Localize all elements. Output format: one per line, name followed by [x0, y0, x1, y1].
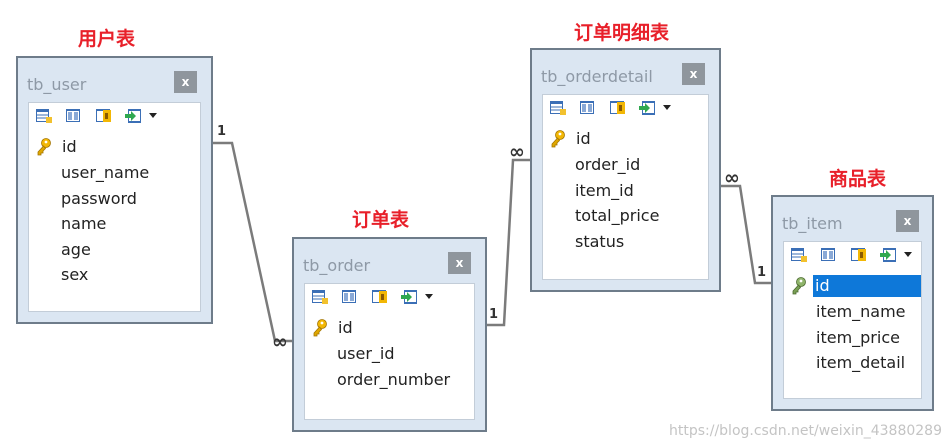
close-button[interactable]: x [682, 63, 705, 85]
field-item-id[interactable]: item_id [575, 181, 634, 200]
add-field-icon[interactable] [880, 246, 898, 264]
columns-icon[interactable] [820, 246, 838, 264]
relation-line-order-detail [486, 158, 531, 327]
primary-key-icon [312, 319, 328, 337]
table-tb-order[interactable]: tb_order x id user_id order_number [292, 237, 487, 432]
columns-icon[interactable] [579, 99, 597, 117]
cardinality-many-detail-item: ∞ [724, 167, 740, 189]
relation-line-user-order [212, 141, 293, 343]
add-field-icon[interactable] [401, 288, 419, 306]
caption-order-table: 订单表 [352, 209, 410, 231]
close-button[interactable]: x [448, 252, 471, 274]
table-tb-user[interactable]: tb_user x id user_name password name age… [16, 56, 213, 324]
field-id[interactable]: id [338, 318, 353, 337]
table-toolbar [549, 99, 699, 119]
field-status[interactable]: status [575, 232, 625, 251]
table-title: tb_user [27, 75, 87, 94]
chevron-down-icon[interactable] [904, 252, 912, 257]
add-field-icon[interactable] [125, 107, 143, 125]
table-title: tb_item [782, 214, 843, 233]
table-body: id user_name password name age sex [28, 102, 201, 312]
table-properties-icon[interactable] [790, 246, 808, 264]
field-item-detail[interactable]: item_detail [816, 353, 906, 372]
table-toolbar [311, 288, 461, 308]
field-id[interactable]: id [576, 129, 591, 148]
table-properties-icon[interactable] [311, 288, 329, 306]
chevron-down-icon[interactable] [149, 113, 157, 118]
cardinality-one-item: 1 [757, 265, 767, 280]
field-id[interactable]: id [62, 137, 77, 156]
chevron-down-icon[interactable] [663, 105, 671, 110]
table-title: tb_orderdetail [541, 67, 653, 86]
field-item-name[interactable]: item_name [816, 302, 906, 321]
table-body: id item_name item_price item_detail [783, 241, 922, 399]
table-tb-orderdetail[interactable]: tb_orderdetail x id order_id item_id tot… [530, 48, 721, 292]
keys-icon[interactable] [95, 107, 113, 125]
field-name[interactable]: name [61, 214, 107, 233]
table-toolbar [790, 246, 921, 266]
chevron-down-icon[interactable] [425, 294, 433, 299]
field-id-selected[interactable]: id [813, 275, 921, 297]
cardinality-one-user: 1 [217, 124, 227, 139]
caption-item-table: 商品表 [829, 168, 887, 190]
columns-icon[interactable] [65, 107, 83, 125]
field-sex[interactable]: sex [61, 265, 89, 284]
keys-icon[interactable] [609, 99, 627, 117]
cardinality-many-detail: ∞ [509, 141, 525, 163]
columns-icon[interactable] [341, 288, 359, 306]
keys-icon[interactable] [371, 288, 389, 306]
caption-user-table: 用户表 [78, 28, 136, 50]
add-field-icon[interactable] [639, 99, 657, 117]
table-body: id user_id order_number [304, 283, 475, 420]
field-password[interactable]: password [61, 189, 137, 208]
table-properties-icon[interactable] [35, 107, 53, 125]
field-item-price[interactable]: item_price [816, 328, 900, 347]
keys-icon[interactable] [850, 246, 868, 264]
close-button[interactable]: x [896, 210, 919, 232]
close-button[interactable]: x [174, 71, 197, 93]
watermark-text: https://blog.csdn.net/weixin_43880289 [668, 423, 942, 439]
field-user-name[interactable]: user_name [61, 163, 150, 182]
field-user-id[interactable]: user_id [337, 344, 395, 363]
field-order-number[interactable]: order_number [337, 370, 451, 389]
field-age[interactable]: age [61, 240, 91, 259]
field-order-id[interactable]: order_id [575, 155, 641, 174]
table-tb-item[interactable]: tb_item x id item_name item_price item_d… [771, 195, 934, 411]
caption-orderdetail-table: 订单明细表 [574, 22, 670, 44]
cardinality-many-order: ∞ [272, 331, 288, 353]
primary-key-icon [791, 277, 807, 295]
table-title: tb_order [303, 256, 371, 275]
table-body: id order_id item_id total_price status [542, 94, 709, 280]
primary-key-icon [550, 130, 566, 148]
field-total-price[interactable]: total_price [575, 206, 660, 225]
cardinality-one-order: 1 [489, 307, 499, 322]
primary-key-icon [36, 138, 52, 156]
table-toolbar [35, 107, 185, 127]
relation-line-detail-item [720, 184, 771, 285]
table-properties-icon[interactable] [549, 99, 567, 117]
